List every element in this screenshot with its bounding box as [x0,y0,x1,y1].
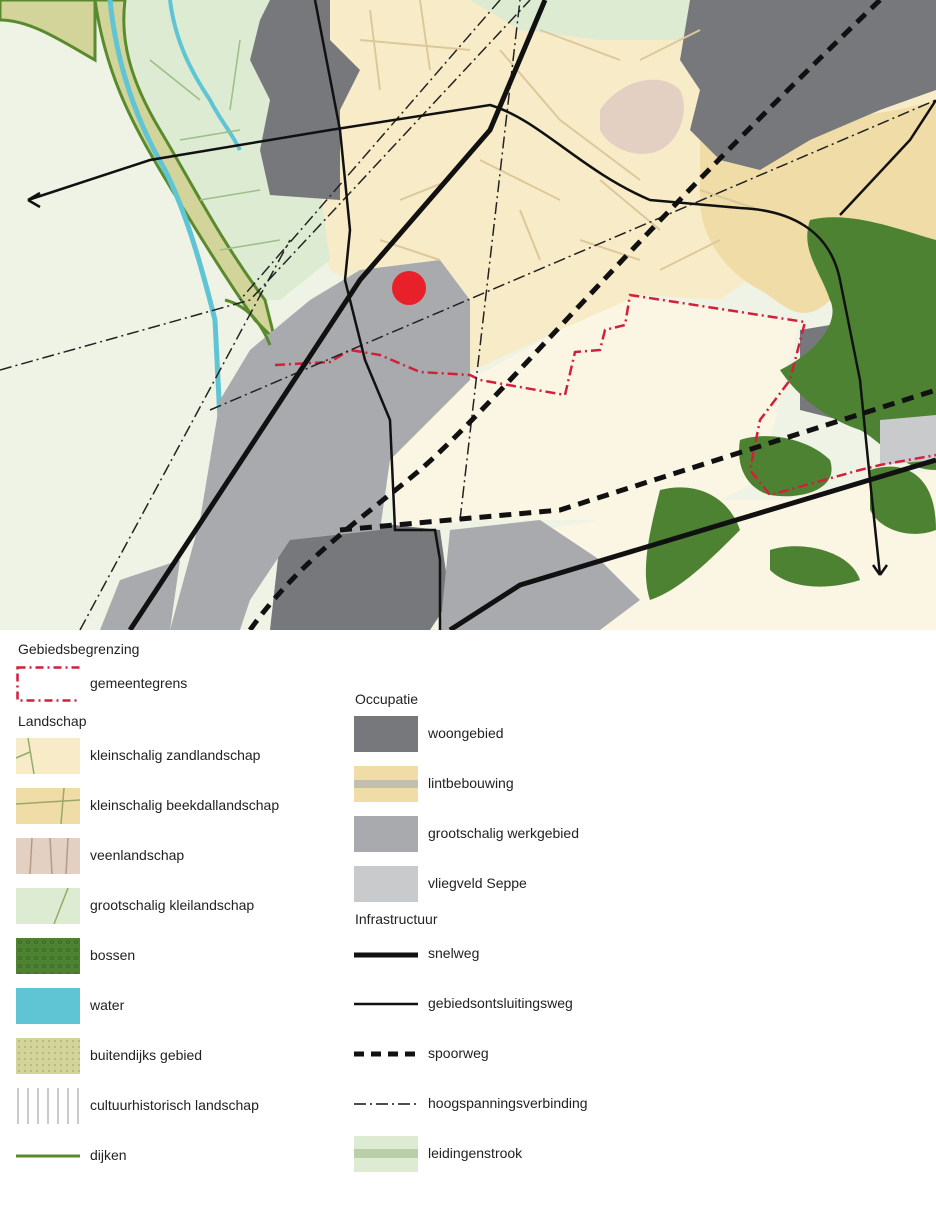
location-marker [392,271,426,305]
legend-label: grootschalig kleilandschap [90,897,255,913]
ribbon-development-icon [354,766,418,802]
legend-label: grootschalig werkgebied [428,825,579,841]
legend-label: gemeentegrens [90,675,188,691]
peat-area [600,79,684,154]
forest-southeast-1 [739,436,832,497]
land-use-map [0,0,936,630]
legend-label: spoorweg [428,1045,489,1061]
legend-label: lintbebouwing [428,775,514,791]
airfield-icon [354,866,418,902]
residential-area-south [270,520,450,630]
map-legend: Gebiedsbegrenzing gemeentegrens Landscha… [0,630,936,1216]
floodplain-strip-top [0,0,97,63]
sand-landscape-icon [16,738,80,774]
clay-landscape-top [470,0,700,40]
municipal-border [274,293,936,497]
peat-landscape-icon [16,838,80,874]
legend-label: kleinschalig beekdallandschap [90,797,280,813]
high-voltage-icon [354,1103,418,1105]
motorways [127,0,936,630]
river [107,0,233,630]
dike [224,298,272,346]
forest-south-2 [770,546,860,587]
railways [247,0,936,630]
legend-label: leidingenstrook [428,1145,523,1161]
legend-label: woongebied [428,725,504,741]
cultural-history-icon [17,1088,79,1124]
legend-label: veenlandschap [90,847,185,863]
forest-icon [16,938,80,974]
legend-section-title-occupatie: Occupatie [355,691,419,707]
legend-label: buitendijks gebied [90,1047,203,1063]
legend-label: water [90,997,125,1013]
motorway-icon [354,952,418,958]
residential-area-northeast [680,0,936,170]
forest-south-1 [645,487,740,600]
airfield-seppe [880,415,936,465]
residential-icon [354,716,418,752]
legend-label: vliegveld Seppe [428,875,527,891]
work-area [170,260,470,630]
forest-east [780,217,936,470]
work-area-southwest [100,560,180,630]
legend-label: dijken [90,1147,127,1163]
legend-label: gebiedsontsluitingsweg [428,995,573,1011]
road-end-arrow-south [871,564,889,576]
legend-label: kleinschalig zandlandschap [90,747,261,763]
municipal-border-icon [16,666,80,702]
forest-southeast-2 [870,466,936,534]
legend-label: cultuurhistorisch landschap [90,1097,259,1113]
legend-section-title-landschap: Landschap [18,713,87,729]
legend-section-title-infrastructuur: Infrastructuur [355,911,438,927]
pipeline-strip-icon [354,1136,418,1172]
clay-landscape-icon [16,888,80,924]
regional-roads [27,0,936,630]
residential-area-north [250,0,360,200]
clay-field-lines [149,39,281,251]
legend-label: hoogspanningsverbinding [428,1095,588,1111]
work-area-icon [354,816,418,852]
dike-icon [16,1154,80,1158]
high-voltage-lines [0,0,936,630]
floodplain-icon [16,1038,80,1074]
legend-label: bossen [90,947,136,963]
water-icon [16,988,80,1024]
railway-icon [354,1051,418,1057]
legend-section-title-gebiedsbegrenzing: Gebiedsbegrenzing [18,641,140,657]
open-area [380,295,800,530]
road-end-arrow-west [27,191,41,209]
open-area-south [540,470,936,630]
beekdal-landscape-icon [16,788,80,824]
regional-road-icon [354,1002,418,1006]
legend-label: snelweg [428,945,480,961]
